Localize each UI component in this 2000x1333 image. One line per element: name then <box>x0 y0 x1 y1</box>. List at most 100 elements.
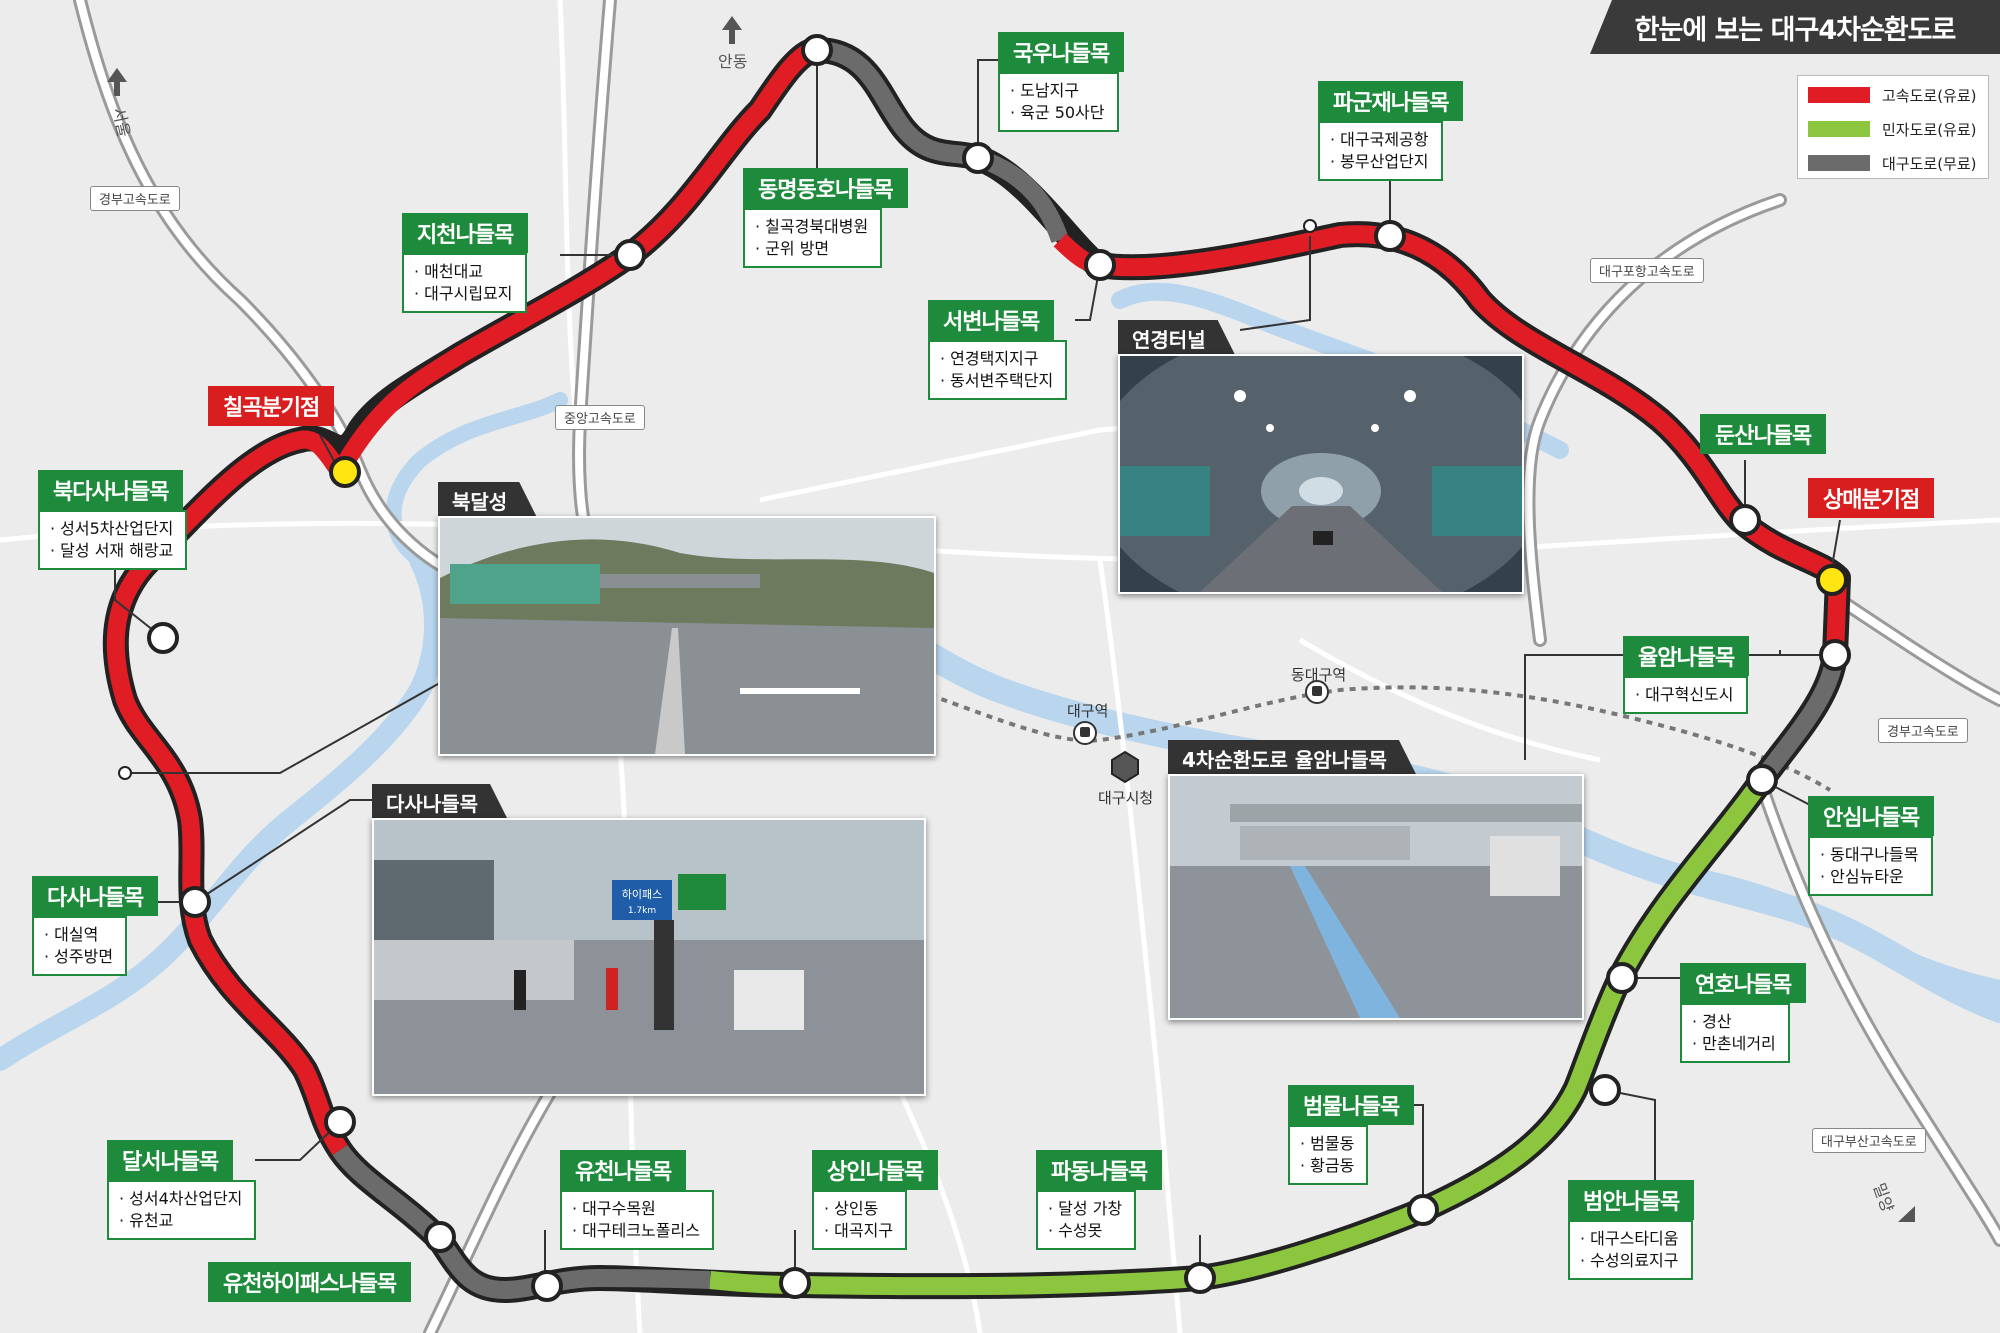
place-daegu-station: 대구역 <box>1067 702 1109 720</box>
ic-name: 유천나들목 <box>560 1150 687 1190</box>
road-label-gyeongbu-north: 경부고속도로 <box>90 186 180 211</box>
ic-details: 성서4차산업단지유천교 <box>107 1180 257 1240</box>
ic-name: 국우나들목 <box>998 32 1125 72</box>
ic-detail: 대구국제공항 <box>1330 129 1428 151</box>
ic-detail: 대구테크노폴리스 <box>572 1220 700 1242</box>
ic-name: 북다사나들목 <box>38 470 184 510</box>
ic-detail: 칠곡경북대병원 <box>755 216 868 238</box>
node-small-1 <box>1303 219 1317 233</box>
truck <box>1490 836 1560 896</box>
node-dalseo <box>324 1106 356 1138</box>
tunnel-light <box>1371 424 1379 432</box>
crane <box>654 920 674 1030</box>
road <box>1170 866 1582 1018</box>
ic-detail: 범물동 <box>1300 1133 1354 1155</box>
hipass-sign <box>612 880 672 920</box>
photo-tag-yulam: 4차순환도로 율암나들목 <box>1168 740 1417 776</box>
leader-dalseo <box>255 1121 341 1161</box>
place-city-hall: 대구시청 <box>1098 789 1154 807</box>
ring-segment-yulam-ansim <box>1754 653 1844 786</box>
ic-detail: 대구수목원 <box>572 1198 700 1220</box>
node-pagunjae <box>1374 220 1406 252</box>
train-glyph <box>1080 727 1090 737</box>
road-label-jungang: 중앙고속도로 <box>555 405 645 430</box>
yulam-photo <box>1170 776 1582 1018</box>
ic-name: 달서나들목 <box>107 1140 234 1180</box>
node-beoman <box>1589 1074 1621 1106</box>
node-dunsan <box>1729 504 1761 536</box>
ic-detail: 수성못 <box>1048 1220 1122 1242</box>
legend-swatch-gray <box>1808 155 1870 171</box>
ic-details: 동대구나들목안심뉴타운 <box>1808 836 1933 896</box>
ic-detail: 유천교 <box>119 1210 242 1232</box>
ic-detail: 매천대교 <box>414 261 513 283</box>
leader-beoman <box>1604 1089 1656 1190</box>
ic-details: 성서5차산업단지달성 서재 해랑교 <box>38 510 188 570</box>
legend-label: 대구도로(무료) <box>1882 154 1977 173</box>
node-sangmae-jct <box>1816 564 1848 596</box>
ic-detail: 황금동 <box>1300 1155 1354 1177</box>
node-dongmyeong <box>801 34 833 66</box>
ic-name: 율암나들목 <box>1623 636 1750 676</box>
legend-swatch-green <box>1808 121 1870 137</box>
road-label-gyeongbu-east: 경부고속도로 <box>1878 718 1968 743</box>
ic-details: 칠곡경북대병원군위 방면 <box>743 208 883 268</box>
ic-name: 다사나들목 <box>32 876 159 916</box>
arrow-up-icon <box>107 68 127 82</box>
legend-label: 고속도로(유료) <box>1882 86 1977 105</box>
node-small-2 <box>118 766 132 780</box>
ic-detail: 상인동 <box>824 1198 893 1220</box>
ring-segment-dalseo-chilgok <box>106 430 348 1155</box>
daegu-pohang-fill <box>1524 196 1784 644</box>
worker <box>606 968 618 1010</box>
wall-green <box>450 564 600 604</box>
node-yulam <box>1819 639 1851 671</box>
ic-name: 범안나들목 <box>1568 1180 1695 1220</box>
ic-name: 상매분기점 <box>1808 478 1935 518</box>
ic-detail: 만촌네거리 <box>1692 1033 1776 1055</box>
node-chilgok-jct <box>329 456 361 488</box>
city-hall-icon <box>1111 750 1139 784</box>
tunnel-photo <box>1120 356 1522 592</box>
ic-detail: 봉무산업단지 <box>1330 151 1428 173</box>
node-buk-dasa <box>147 622 179 654</box>
ic-detail: 동대구나들목 <box>1820 844 1918 866</box>
legend-label: 민자도로(유료) <box>1882 120 1977 139</box>
ic-details: 도남지구육군 50사단 <box>998 72 1119 132</box>
ic-detail: 달성 가창 <box>1048 1198 1122 1220</box>
ic-detail: 대구혁신도시 <box>1635 684 1733 706</box>
ic-detail: 동서변주택단지 <box>940 370 1053 392</box>
gyeongbu-north-fill <box>76 0 474 584</box>
ic-name: 유천하이패스나들목 <box>208 1262 412 1302</box>
ic-name: 파군재나들목 <box>1318 81 1464 121</box>
tunnel-light <box>1266 424 1274 432</box>
blue-lane <box>1290 866 1400 1018</box>
ic-detail: 안심뉴타운 <box>1820 866 1919 888</box>
node-seobyeon <box>1084 249 1116 281</box>
map-title: 한눈에 보는 대구4차순환도로 <box>1590 0 2000 54</box>
photo-tag-yeongyeong: 연경터널 <box>1118 320 1236 356</box>
leader-buk-dasa <box>114 560 164 639</box>
legend-item-expressway: 고속도로(유료) <box>1798 80 1988 110</box>
direction-andong: 안동 <box>718 52 748 71</box>
ic-details: 매천대교대구시립묘지 <box>402 253 527 313</box>
toll-gate <box>1240 826 1410 860</box>
place-markers <box>1073 680 1329 784</box>
median <box>655 628 685 754</box>
barrier <box>374 940 574 1000</box>
leader-gugu <box>977 59 1000 158</box>
overpass <box>1230 804 1582 822</box>
node-sangin <box>779 1267 811 1299</box>
street <box>0 517 2000 563</box>
node-ansim <box>1746 764 1778 796</box>
ic-detail: 대곡지구 <box>824 1220 893 1242</box>
ic-name: 칠곡분기점 <box>208 386 335 426</box>
tunnel-light <box>1404 390 1416 402</box>
arrow-up-stem-icon <box>729 30 735 44</box>
ic-detail: 성주방면 <box>44 946 113 968</box>
daegu-busan-fill <box>1756 776 2000 1244</box>
ic-detail: 도남지구 <box>1010 80 1105 102</box>
photo-yeongyeong-tunnel <box>1118 354 1524 594</box>
bukdalseong-photo <box>440 518 934 754</box>
